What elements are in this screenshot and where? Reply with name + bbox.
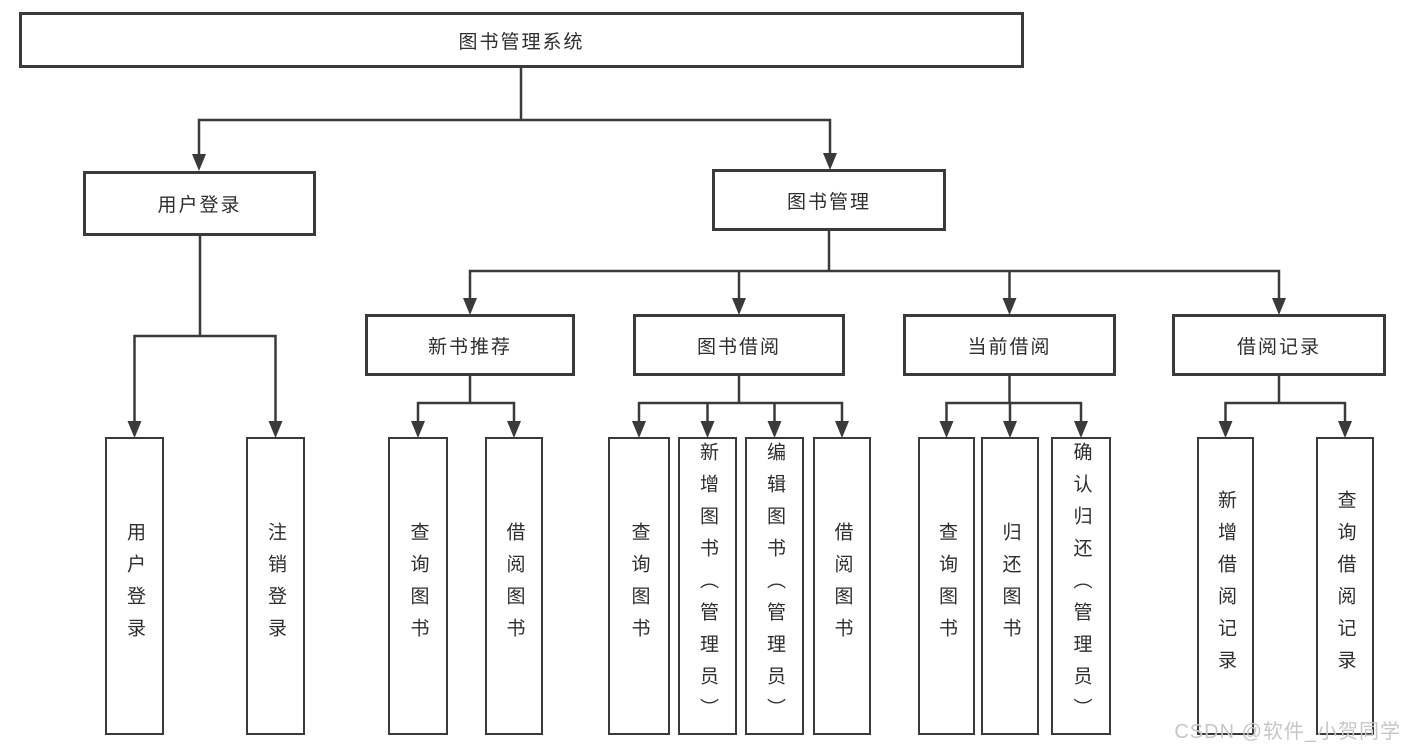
- node-label: 编辑图书（管理员）: [764, 442, 785, 730]
- leaf-user-login: 用户登录: [105, 437, 164, 735]
- node-label: 借阅记录: [1236, 336, 1321, 358]
- leaf-recommend-query-books: 查询图书: [388, 437, 448, 735]
- node-label: 图书管理系统: [458, 31, 585, 53]
- node-label: 新增图书（管理员）: [697, 442, 718, 730]
- node-label: 确认归还（管理员）: [1070, 442, 1092, 730]
- node-borrowing-records: 借阅记录: [1172, 314, 1386, 376]
- leaf-recommend-borrow-books: 借阅图书: [485, 437, 543, 735]
- node-label: 新书推荐: [427, 336, 512, 358]
- node-label: 查询借阅记录: [1334, 490, 1356, 682]
- node-book-borrowing: 图书借阅: [633, 314, 845, 376]
- node-label: 新增借阅记录: [1215, 490, 1236, 682]
- arrowheads: [127, 153, 1352, 438]
- leaf-add-borrow-record: 新增借阅记录: [1197, 437, 1254, 735]
- node-new-book-recommendation: 新书推荐: [365, 314, 575, 376]
- node-label: 用户登录: [157, 195, 242, 216]
- leaf-logout: 注销登录: [246, 437, 305, 735]
- leaf-add-books-admin: 新增图书（管理员）: [678, 437, 737, 735]
- leaf-return-books: 归还图书: [981, 437, 1039, 735]
- node-label: 归还图书: [999, 522, 1021, 650]
- node-label: 注销登录: [265, 522, 286, 650]
- node-label: 查询图书: [936, 522, 957, 650]
- leaf-edit-books-admin: 编辑图书（管理员）: [745, 437, 804, 735]
- node-label: 查询图书: [628, 522, 650, 650]
- node-library-management-system: 图书管理系统: [19, 12, 1024, 68]
- csdn-watermark: CSDN @软件_小贺同学: [1174, 721, 1401, 743]
- node-label: 图书借阅: [696, 336, 781, 358]
- node-label: 当前借阅: [967, 336, 1052, 358]
- leaf-borrowing-query-books: 查询图书: [608, 437, 670, 735]
- node-label: 用户登录: [124, 522, 145, 650]
- leaf-current-query-books: 查询图书: [918, 437, 975, 735]
- node-label: 查询图书: [407, 522, 429, 650]
- node-label: 图书管理: [786, 191, 871, 213]
- node-user-login: 用户登录: [83, 171, 316, 236]
- leaf-query-borrow-record: 查询借阅记录: [1316, 437, 1374, 735]
- node-label: 借阅图书: [831, 522, 853, 650]
- node-book-management: 图书管理: [712, 169, 946, 231]
- leaf-borrow-books: 借阅图书: [813, 437, 871, 735]
- leaf-confirm-return-admin: 确认归还（管理员）: [1051, 437, 1111, 735]
- node-current-borrowing: 当前借阅: [903, 314, 1116, 376]
- node-label: 借阅图书: [503, 522, 525, 650]
